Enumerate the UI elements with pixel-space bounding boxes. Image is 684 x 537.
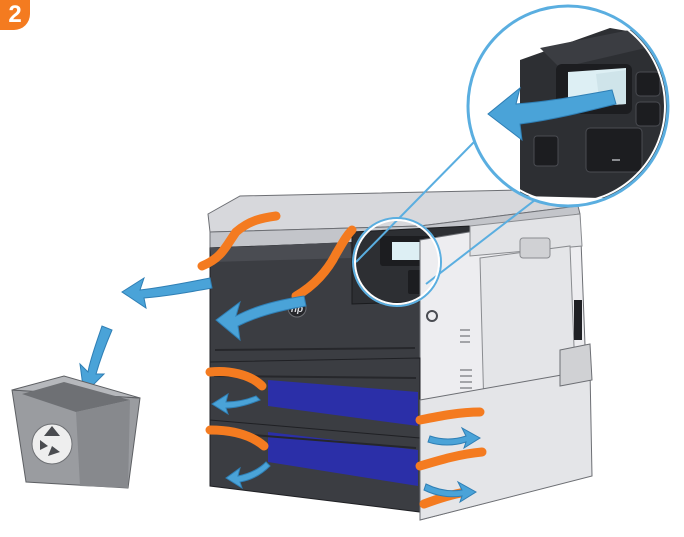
step-number-badge: 2 — [0, 0, 30, 30]
shipping-tape-top — [197, 211, 357, 301]
remove-arrow-icon — [79, 276, 481, 504]
magnifier-callout — [352, 4, 670, 307]
hp-logo-text: hp — [291, 304, 303, 315]
recycle-bin — [11, 375, 141, 489]
step-number: 2 — [8, 1, 22, 28]
recycle-icon — [31, 423, 73, 465]
paper-tray-1 — [209, 357, 421, 441]
